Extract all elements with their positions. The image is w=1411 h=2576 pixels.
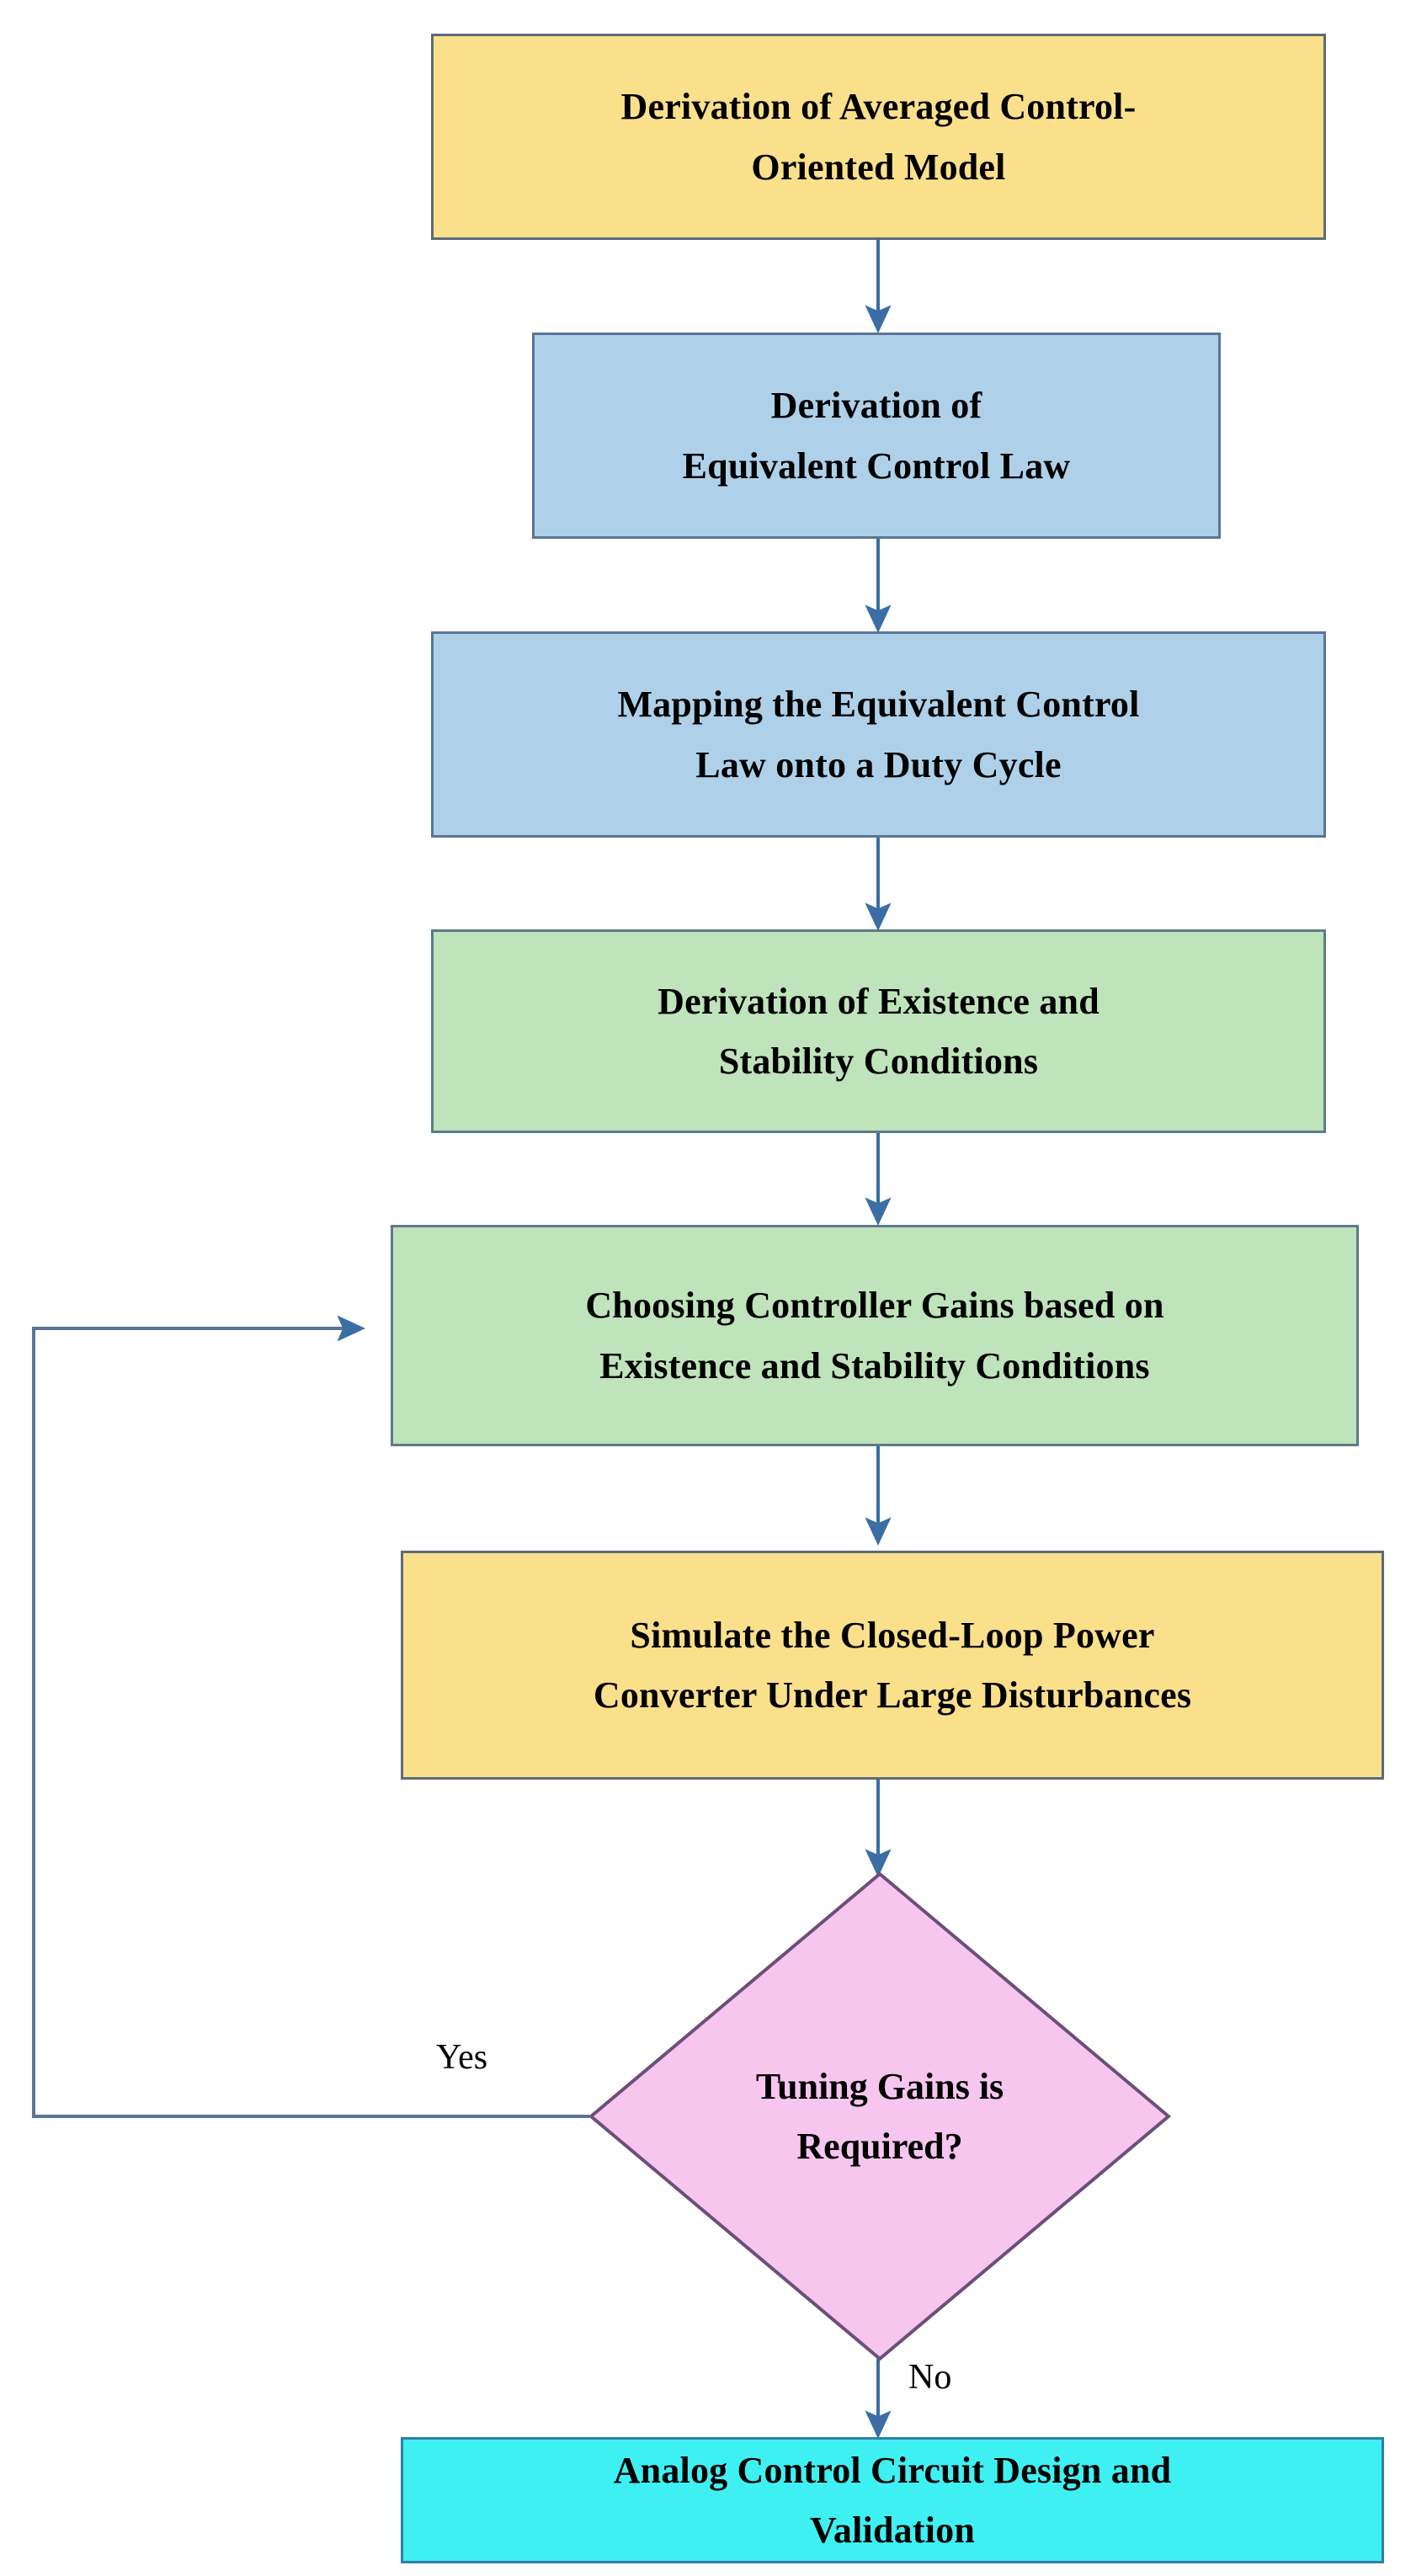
node-simulate-closed-loop-converter[interactable]: Simulate the Closed-Loop Power Converter… — [401, 1551, 1384, 1780]
node-label: Simulate the Closed-Loop Power Converter… — [593, 1614, 1192, 1716]
edge-label-no: No — [908, 2358, 952, 2397]
node-label: Mapping the Equivalent Control Law onto … — [617, 684, 1140, 785]
node-decision-tuning-gains[interactable]: Tuning Gains is Required? — [588, 1871, 1172, 2361]
node-choosing-controller-gains[interactable]: Choosing Controller Gains based on Exist… — [391, 1225, 1359, 1446]
node-derivation-existence-stability[interactable]: Derivation of Existence and Stability Co… — [431, 929, 1326, 1133]
node-label: Analog Control Circuit Design and Valida… — [613, 2449, 1172, 2551]
node-derivation-equivalent-control-law[interactable]: Derivation of Equivalent Control Law — [532, 333, 1221, 539]
node-label: Derivation of Equivalent Control Law — [682, 385, 1071, 487]
diamond-shape — [588, 1871, 1172, 2361]
node-mapping-equivalent-control-law[interactable]: Mapping the Equivalent Control Law onto … — [431, 631, 1326, 838]
node-label: Derivation of Existence and Stability Co… — [658, 980, 1100, 1082]
node-derivation-averaged-model[interactable]: Derivation of Averaged Control- Oriented… — [431, 34, 1326, 240]
node-label: Derivation of Averaged Control- Oriented… — [620, 86, 1137, 188]
node-analog-control-circuit-design[interactable]: Analog Control Circuit Design and Valida… — [401, 2437, 1384, 2563]
node-label: Choosing Controller Gains based on Exist… — [585, 1285, 1164, 1386]
edge-label-yes: Yes — [436, 2038, 488, 2077]
